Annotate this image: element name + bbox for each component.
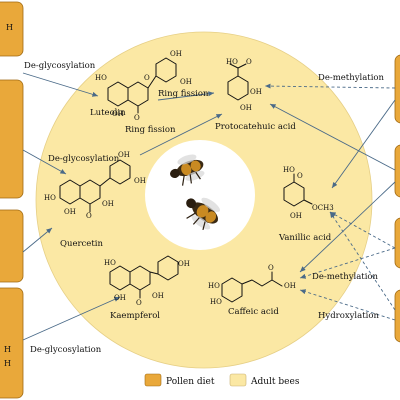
arrow-deglyco-bottom xyxy=(22,296,121,341)
svg-text:OH: OH xyxy=(118,151,130,159)
pollen-box-3 xyxy=(0,209,24,283)
partial-label: H xyxy=(4,345,11,354)
compound-label-kaempferol: Kaempferol xyxy=(110,311,160,321)
svg-text:OH: OH xyxy=(290,212,302,220)
arrow-deglyco-mid xyxy=(22,149,67,175)
svg-text:O: O xyxy=(246,58,252,66)
arrow-right-dash-1 xyxy=(329,211,396,249)
process-label-hydroxylation: Hydroxylation xyxy=(318,311,379,321)
svg-text:OH: OH xyxy=(178,260,190,268)
process-label-demethyl-top: De-methylation xyxy=(318,73,385,83)
legend-label-adult: Adult bees xyxy=(250,377,300,387)
svg-text:OH: OH xyxy=(284,282,296,290)
legend-label-pollen: Pollen diet xyxy=(166,377,215,387)
svg-text:OH: OH xyxy=(112,110,124,118)
svg-text:OH: OH xyxy=(102,200,114,208)
pollen-box-right-4 xyxy=(394,289,400,343)
vanillic-structure: HO O OCH3 OH xyxy=(283,166,334,220)
arrow-ring-fission-2 xyxy=(139,113,223,156)
arrow-right-solid-3 xyxy=(299,181,396,273)
compound-label-vanillic: Vanillic acid xyxy=(278,233,332,243)
svg-text:HO: HO xyxy=(283,166,295,174)
pollen-box-right-2 xyxy=(394,144,400,198)
process-label-deglyco-top: De-glycosylation xyxy=(24,61,96,71)
caffeic-structure: HO HO O OH xyxy=(208,264,296,306)
pollen-box-4 xyxy=(0,287,24,399)
partial-label: H xyxy=(6,23,13,32)
compound-label-protocatechuic: Protocatehuic acid xyxy=(215,122,296,132)
compound-label-caffeic: Caffeic acid xyxy=(228,307,279,317)
arrow-hydroxylation xyxy=(299,289,396,321)
process-label-demethyl-bottom: De-methylation xyxy=(312,272,379,282)
svg-text:O: O xyxy=(134,114,140,122)
process-label-ring-fission-1: Ring fission xyxy=(158,89,209,99)
svg-text:OH: OH xyxy=(180,78,192,86)
arrow-right-solid-2 xyxy=(269,103,396,171)
bee-icon xyxy=(170,154,205,186)
svg-text:OH: OH xyxy=(134,177,146,185)
svg-text:O: O xyxy=(144,74,150,82)
quercetin-structure: HO OH O OH OH OH xyxy=(44,151,146,220)
svg-text:OH: OH xyxy=(64,208,76,216)
arrow-right-solid-1 xyxy=(331,99,396,189)
legend-swatch-adult xyxy=(229,373,247,387)
arrow-to-quercetin xyxy=(22,227,53,253)
svg-text:OH: OH xyxy=(170,50,182,58)
arrow-deglyco-top xyxy=(22,72,99,97)
svg-text:O: O xyxy=(86,212,92,220)
svg-text:HO: HO xyxy=(104,259,116,267)
arrow-demethyl-bottom xyxy=(299,247,396,279)
compound-label-quercetin: Quercetin xyxy=(60,239,103,249)
svg-text:OH: OH xyxy=(250,88,262,96)
legend-swatch-pollen xyxy=(144,373,162,387)
svg-text:HO: HO xyxy=(210,298,222,306)
svg-text:O: O xyxy=(268,264,274,272)
svg-text:O: O xyxy=(136,299,142,307)
pollen-box-2 xyxy=(0,79,24,199)
svg-text:HO: HO xyxy=(226,58,238,66)
pollen-box-right-3 xyxy=(394,217,400,269)
compound-label-luteolin: Luteolin xyxy=(90,108,126,118)
process-label-deglyco-bottom: De-glycosylation xyxy=(30,345,102,355)
svg-text:OH: OH xyxy=(152,292,164,300)
protocatechuic-structure: HO O OH OH xyxy=(226,58,262,112)
arrow-ring-fission-1 xyxy=(157,91,215,101)
svg-text:OH: OH xyxy=(114,294,126,302)
svg-text:OH: OH xyxy=(240,104,252,112)
partial-label: H xyxy=(4,359,11,368)
bees-photo-circle xyxy=(145,140,255,250)
svg-text:HO: HO xyxy=(95,74,107,82)
svg-text:O: O xyxy=(297,172,303,180)
legend: Pollen diet Adult bees xyxy=(144,373,300,387)
pollen-box-1 xyxy=(0,1,24,57)
svg-text:HO: HO xyxy=(44,194,56,202)
process-label-ring-fission-2: Ring fission xyxy=(125,125,176,135)
process-label-deglyco-mid: De-glycosylation xyxy=(48,154,120,164)
pollen-box-right-1 xyxy=(394,54,400,124)
svg-text:OCH3: OCH3 xyxy=(312,204,334,212)
bee-icon xyxy=(186,197,221,231)
svg-text:HO: HO xyxy=(208,282,220,290)
luteolin-structure: O HO OH O OH OH xyxy=(95,50,192,122)
kaempferol-structure: HO OH OH O OH xyxy=(104,255,190,307)
